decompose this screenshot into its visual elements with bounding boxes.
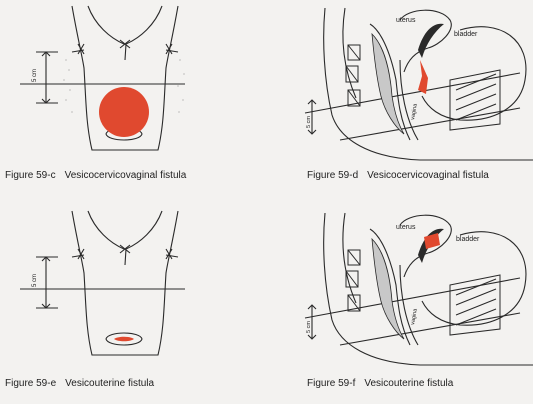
measure-label: 5 cm	[306, 321, 312, 333]
figure-59-d-caption: Figure 59-d Vesicocervicovaginal fistula	[307, 170, 489, 181]
figure-59-f-caption: Figure 59-f Vesicouterine fistula	[307, 378, 453, 389]
figure-number: Figure 59-c	[5, 170, 56, 181]
vagina-label: vagina	[410, 307, 419, 325]
figure-59-e-caption: Figure 59-e Vesicouterine fistula	[5, 378, 154, 389]
fistula-marker	[418, 60, 428, 94]
figure-59-c-caption: Figure 59-c Vesicocervicovaginal fistula	[5, 170, 186, 181]
lesion-marker	[99, 87, 149, 137]
figure-59-e-illustration: 5 cm	[0, 205, 266, 370]
figure-59-d-illustration: uterus bladder vagina 5 cm	[300, 0, 533, 165]
uterus-label: uterus	[396, 224, 416, 231]
figure-title: Vesicocervicovaginal fistula	[65, 170, 187, 181]
vagina-label: vagina	[410, 102, 419, 120]
figure-number: Figure 59-f	[307, 378, 355, 389]
figure-title: Vesicouterine fistula	[364, 378, 453, 389]
figure-number: Figure 59-d	[307, 170, 358, 181]
figure-title: Vesicocervicovaginal fistula	[367, 170, 489, 181]
uterus-label: uterus	[396, 17, 416, 24]
bladder-label: bladder	[454, 31, 478, 38]
bladder-label: bladder	[456, 236, 480, 243]
measure-label: 5 cm	[32, 274, 38, 287]
fistula-marker	[424, 233, 440, 249]
figure-title: Vesicouterine fistula	[65, 378, 154, 389]
lesion-marker	[114, 337, 134, 342]
figure-59-f-illustration: uterus bladder vagina 5 cm	[300, 205, 533, 370]
measure-label: 5 cm	[306, 116, 312, 128]
figure-number: Figure 59-e	[5, 378, 56, 389]
measure-label: 5 cm	[32, 69, 38, 82]
figure-59-c-illustration: 5 cm	[0, 0, 266, 165]
